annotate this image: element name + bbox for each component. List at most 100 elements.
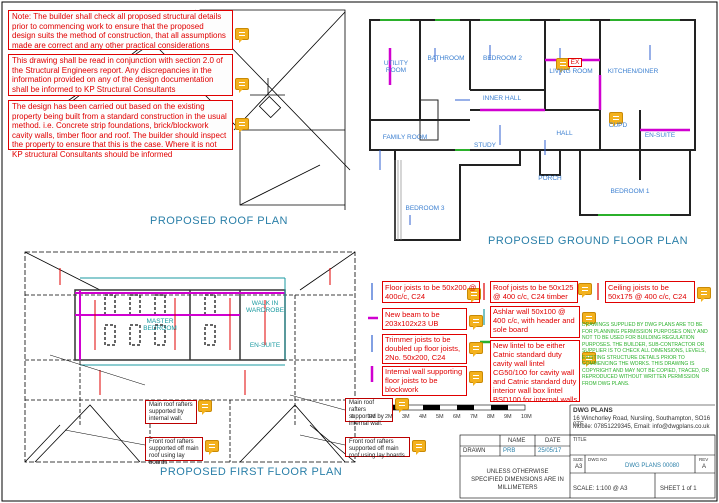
legend-ashlar: Ashlar wall 50x100 @ 400 c/c, with heade… [493,307,575,334]
scale-label: 8M [487,414,495,420]
scale-label: 1M [368,414,376,420]
ground-joist-arrows [379,45,651,225]
tb-dwg-no: DWG PLANS 00080 [625,463,680,469]
scale-label: 3M [402,414,410,420]
lintel-marks [380,19,680,216]
scale-label: 0 [351,414,355,420]
room-master-bedroom: MASTER BEDROOM [143,318,177,332]
tb-size-label: SIZE [573,457,584,462]
room-bedroom1: BEDROOM 1 [610,188,650,195]
legend-internal-wall: Internal wall supporting floor joists to… [385,367,463,394]
room-ex-label: EX [568,58,582,67]
legend-internal-wall-box [382,366,467,396]
disclaimer-text: DRAWINGS SUPPLIED BY DWG PLANS ARE TO BE… [582,322,710,387]
note-main-rafters-left: Main roof rafters supported by internal … [145,400,197,424]
note-main-rafters-right: Main roof rafters supported by internal … [345,398,393,427]
tb-company: DWG PLANS [573,407,613,414]
room-inner-hall: INNER HALL [482,95,522,102]
legend-trimmer: Trimmer joists to be doubled up floor jo… [385,335,461,362]
leader-lines [49,354,346,446]
room-cupd: CUPD [608,122,628,129]
note-front-rafters-right: Front roof rafters supported off main ro… [345,437,410,459]
note-design-basis: The design has been carried out based on… [8,100,233,159]
legend-trimmer-box [382,334,467,364]
room-study: STUDY [473,142,497,149]
room-kitchen: KITCHEN/DINER [607,68,659,75]
comment-icon[interactable] [578,283,592,298]
room-porch: PORCH [538,175,562,182]
comment-icon[interactable] [556,58,570,73]
tb-sheet: SHEET 1 of 1 [660,486,697,492]
room-bathroom: BATHROOM [427,55,465,62]
tb-address: 16 Winchorley Road, Nursling, Southampto… [573,416,711,428]
tb-size: A3 [575,464,583,470]
tb-dwg-no-label: DWG NO [588,457,607,462]
comment-icon[interactable] [469,315,483,330]
tb-scale: SCALE: 1:100 @ A3 [573,486,628,492]
legend-ashlar-box [490,306,580,338]
tb-title-label: TITLE [573,437,587,443]
roof-plan-title: PROPOSED ROOF PLAN [150,215,288,227]
first-floor-beams [75,290,285,360]
legend-lintel: New lintel to be either Catnic standard … [493,341,578,404]
note-read-conjunction: This drawing shall be read in conjunctio… [8,54,233,96]
legend-ceiling-joists-box [605,281,695,303]
tb-contact: Mobile: 07851229345, Email: info@dwgplan… [573,424,710,430]
tb-rev-label: REV [699,457,709,462]
legend-floor-joists-box [382,281,480,303]
legend-lintel-box [490,340,580,402]
comment-icon[interactable] [205,440,219,455]
scale-label: 7M [470,414,478,420]
comment-icon[interactable] [235,28,249,43]
scale-label: 10M [521,414,532,420]
scale-label: 6M [453,414,461,420]
room-family: FAMILY ROOM [382,134,428,141]
scale-label: 4M [419,414,427,420]
comment-icon[interactable] [582,352,596,367]
comment-icon[interactable] [395,398,409,413]
note-front-rafters-left: Front roof rafters supported off main ro… [145,437,203,466]
note-builder-check: Note: The builder shall check all propos… [8,10,233,50]
comment-icon[interactable] [198,400,212,415]
comment-icon[interactable] [467,288,481,303]
legend-beam-box [382,308,467,330]
tb-drawn-label: DRAWN [463,448,486,454]
comment-icon[interactable] [469,371,483,386]
room-bedroom2: BEDROOM 2 [482,55,522,62]
room-living: LIVING ROOM [549,68,593,75]
legend-roof-joists-box [490,281,578,303]
room-ensuite-first: EN-SUITE [249,342,281,349]
comment-icon[interactable] [609,112,623,127]
tb-rev: A [702,464,707,470]
tb-units-note: UNLESS OTHERWISE SPECIFIED DIMENSIONS AR… [471,469,564,491]
comment-icon[interactable] [582,312,596,327]
first-floor-joist-arrows [59,268,331,395]
comment-icon[interactable] [469,342,483,357]
room-bedroom3: BEDROOM 3 [405,205,445,212]
room-ensuite-ground: EN-SUITE [644,132,676,139]
title-block-lines [459,404,716,499]
comment-icon[interactable] [697,287,711,302]
tb-name-label: NAME [508,438,526,444]
room-utility: UTILITY ROOM [383,60,409,74]
first-floor-ashlar [80,277,286,366]
legend-beam: New beam to be 203x102x23 UB [385,310,440,328]
comment-icon[interactable] [412,440,426,455]
legend-ceiling-joists: Ceiling joists to be 50x175 @ 400 c/c, C… [608,283,687,301]
ground-floor-title: PROPOSED GROUND FLOOR PLAN [488,235,689,247]
comment-icon[interactable] [235,118,249,133]
legend-roof-joists: Roof joists to be 50x125 @ 400 c/c, C24 … [493,283,574,301]
comment-icon[interactable] [235,78,249,93]
scale-label: 9M [504,414,512,420]
tb-drawn-date: 25/05/17 [538,448,562,454]
tb-drawn-by: PRB [503,448,516,454]
scale-label: 5M [436,414,444,420]
room-walk-in-wardrobe: WALK IN WARDROBE [245,300,285,314]
legend-floor-joists: Floor joists to be 50x200 @ 400c/c, C24 [385,283,477,301]
scale-label: 2M [385,414,393,420]
room-hall: HALL [556,130,573,137]
first-floor-title: PROPOSED FIRST FLOOR PLAN [160,466,343,478]
tb-date-label: DATE [545,438,561,444]
